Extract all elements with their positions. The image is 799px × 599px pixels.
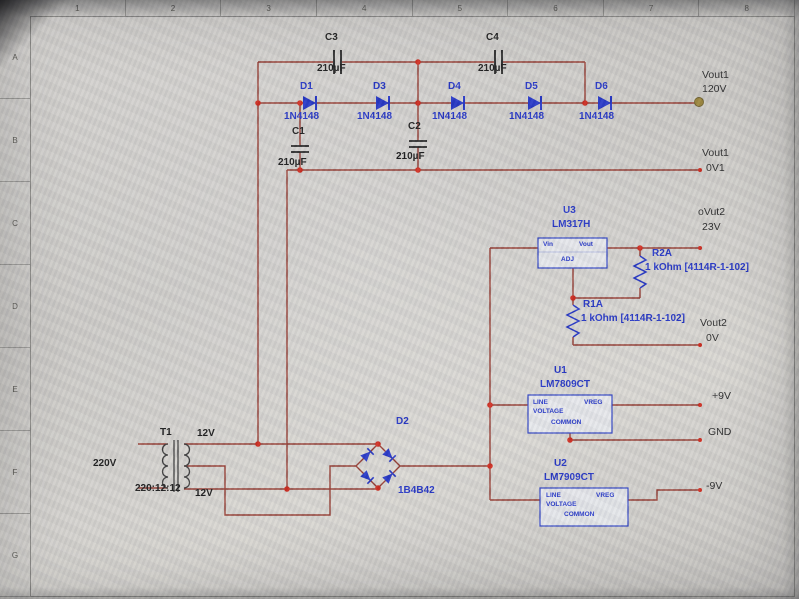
t1-secondary-bottom-label[interactable]: 12V (195, 488, 213, 499)
component-part-u3[interactable]: LM317H (552, 219, 591, 230)
net-label-vout2-0-value[interactable]: 0V (706, 332, 719, 344)
component-value-d3[interactable]: 1N4148 (357, 111, 393, 122)
component-ref-u2[interactable]: U2 (554, 458, 567, 469)
pin-label-u1-line: LINE (533, 399, 548, 406)
pin-label-u3-adj: ADJ (561, 256, 575, 263)
component-part-u2[interactable]: LM7909CT (544, 472, 595, 483)
diode-d3-symbol (376, 96, 390, 110)
component-ref-d6[interactable]: D6 (595, 81, 608, 92)
component-value-c2[interactable]: 210µF (396, 151, 425, 162)
pin-label-u2-voltage: VOLTAGE (546, 501, 577, 508)
component-ref-t1[interactable]: T1 (160, 427, 172, 438)
component-ref-c4[interactable]: C4 (486, 32, 499, 43)
diode-d6-symbol (598, 96, 612, 110)
component-value-r1a[interactable]: 1 kOhm [4114R-1-102] (581, 313, 685, 324)
pin-label-u1-common: COMMON (551, 419, 582, 426)
net-label-vout2-0-name[interactable]: Vout2 (700, 317, 727, 329)
pin-label-u2-vreg: VREG (596, 492, 615, 499)
vout1-terminal[interactable] (694, 97, 704, 107)
t1-secondary-top-label[interactable]: 12V (197, 428, 215, 439)
net-label-gnd[interactable]: GND (708, 426, 732, 438)
net-label-vout1-0-value[interactable]: 0V1 (706, 162, 725, 174)
component-ref-c2[interactable]: C2 (408, 121, 421, 132)
component-value-d2[interactable]: 1B4B42 (398, 485, 435, 496)
t1-primary-label[interactable]: 220V (93, 458, 117, 469)
component-ref-d3[interactable]: D3 (373, 81, 386, 92)
bridge-d2-symbol[interactable] (360, 447, 397, 485)
capacitor-c1-symbol (291, 145, 309, 153)
net-label-minus9v[interactable]: -9V (706, 480, 723, 492)
component-ref-d5[interactable]: D5 (525, 81, 538, 92)
pin-label-u1-vreg: VREG (584, 399, 603, 406)
t1-ratio-label[interactable]: 220:12:12 (135, 483, 181, 494)
component-ref-r1a[interactable]: R1A (583, 299, 604, 310)
net-label-vout2-value[interactable]: 23V (702, 221, 721, 233)
diode-d4-symbol (451, 96, 465, 110)
resistor-r1a-symbol (565, 304, 581, 338)
component-ref-d1[interactable]: D1 (300, 81, 313, 92)
component-value-c1[interactable]: 210µF (278, 157, 307, 168)
component-value-d1[interactable]: 1N4148 (284, 111, 320, 122)
pin-label-u2-common: COMMON (564, 511, 595, 518)
component-value-r2a[interactable]: 1 kOhm [4114R-1-102] (645, 262, 749, 273)
net-label-vout1-name[interactable]: Vout1 (702, 69, 729, 81)
component-ref-u1[interactable]: U1 (554, 365, 567, 376)
component-value-d4[interactable]: 1N4148 (432, 111, 468, 122)
component-part-u1[interactable]: LM7809CT (540, 379, 591, 390)
net-label-plus9v[interactable]: +9V (712, 390, 731, 402)
pin-label-u3-vin: Vin (543, 241, 553, 248)
component-ref-r2a[interactable]: R2A (652, 248, 673, 259)
component-value-c3[interactable]: 210µF (317, 63, 346, 74)
junction-dots (255, 59, 702, 492)
component-value-d5[interactable]: 1N4148 (509, 111, 545, 122)
component-value-c4[interactable]: 210µF (478, 63, 507, 74)
pin-label-u3-vout: Vout (579, 241, 593, 248)
diode-d1-symbol (303, 96, 317, 110)
capacitor-c2-symbol (409, 140, 427, 148)
net-label-vout2-name[interactable]: oVut2 (698, 206, 726, 218)
pin-label-u2-line: LINE (546, 492, 561, 499)
net-label-vout1-0-name[interactable]: Vout1 (702, 147, 729, 159)
component-ref-u3[interactable]: U3 (563, 205, 576, 216)
component-ref-d2[interactable]: D2 (396, 416, 409, 427)
component-ref-c3[interactable]: C3 (325, 32, 338, 43)
component-ref-c1[interactable]: C1 (292, 126, 305, 137)
pin-label-u1-voltage: VOLTAGE (533, 408, 564, 415)
component-value-d6[interactable]: 1N4148 (579, 111, 615, 122)
component-ref-d4[interactable]: D4 (448, 81, 461, 92)
net-label-vout1-value[interactable]: 120V (702, 83, 727, 95)
diode-d5-symbol (528, 96, 542, 110)
